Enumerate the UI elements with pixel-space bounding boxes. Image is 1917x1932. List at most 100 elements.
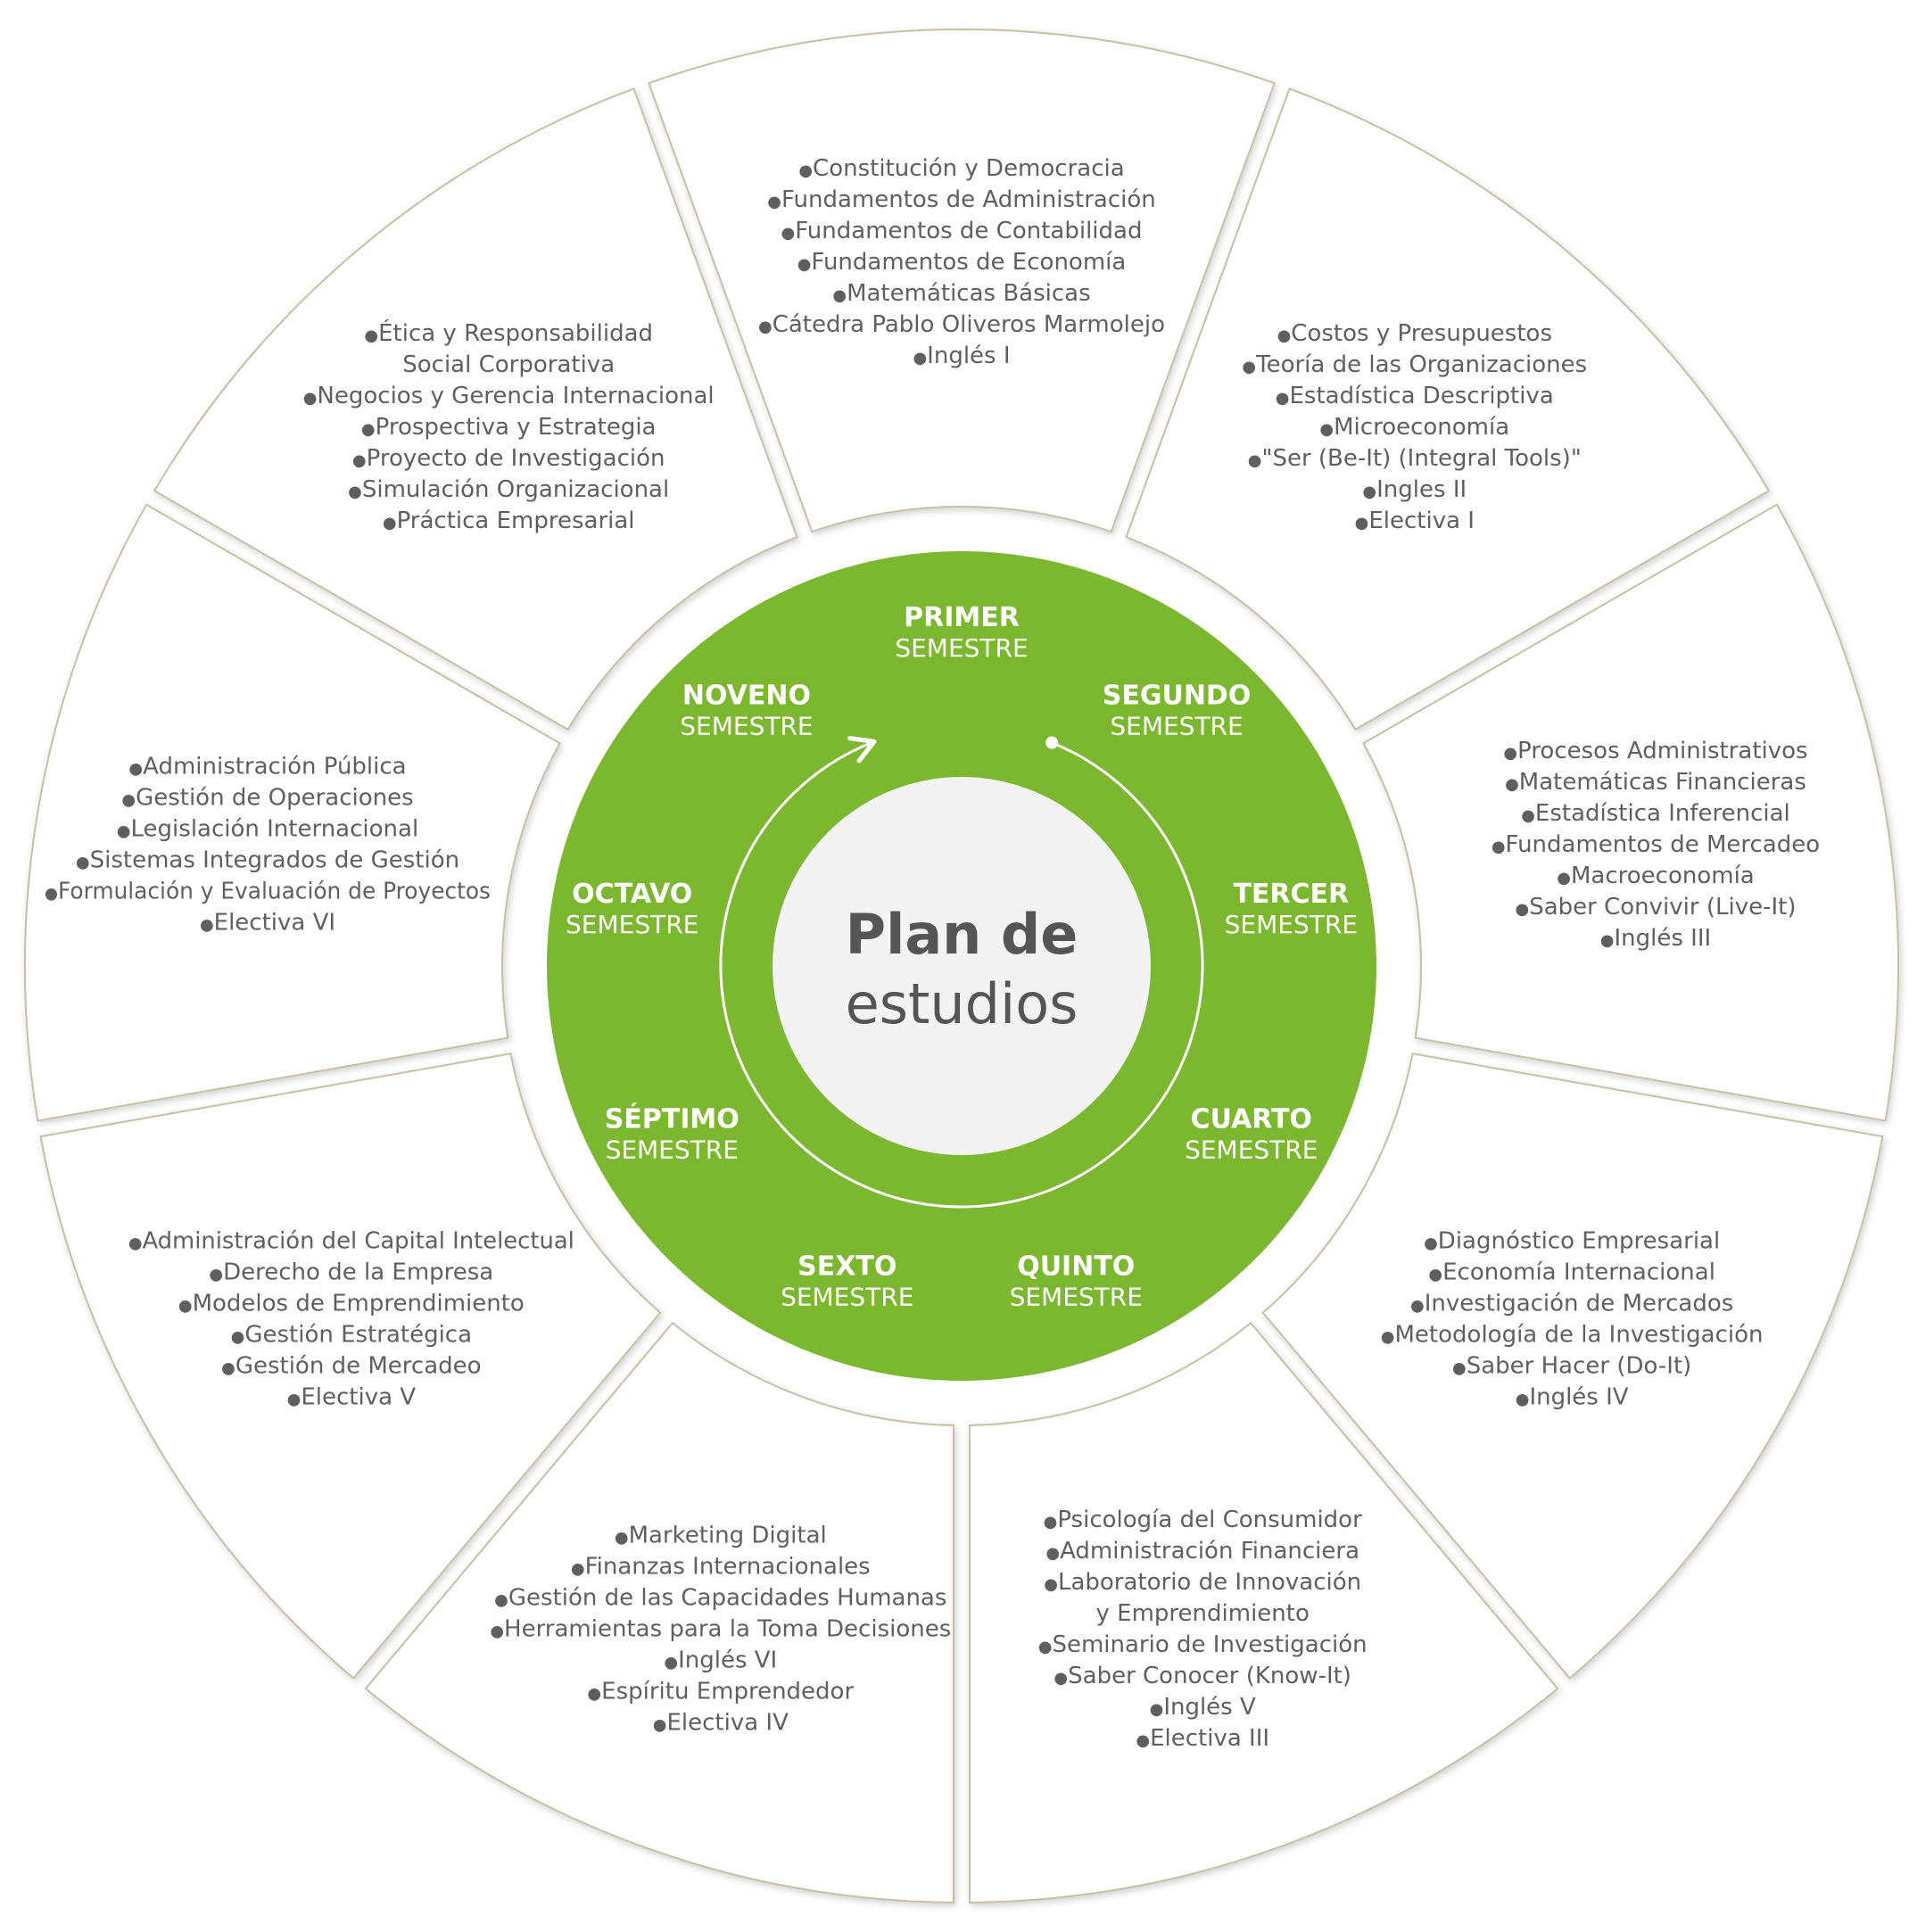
course-text: Electiva VI: [214, 909, 335, 936]
segment-6: [364, 1321, 954, 1903]
course-text: Inglés V: [1163, 1694, 1256, 1721]
course-item: ●Diagnóstico Empresarial: [1424, 1228, 1720, 1255]
bullet-icon: ●: [352, 451, 367, 470]
course-text: Macroeconomía: [1571, 863, 1755, 889]
semester-word: SEMESTRE: [566, 910, 698, 939]
course-item: ●Herramientas para la Toma Decisiones: [490, 1615, 951, 1642]
bullet-icon: ●: [1600, 931, 1615, 950]
semester-name: QUINTO: [1017, 1251, 1135, 1282]
course-item: ●Estadística Inferencial: [1521, 800, 1790, 827]
semester-word: SEMESTRE: [895, 633, 1028, 663]
course-list-8: ●Administración Pública●Gestión de Opera…: [45, 753, 491, 936]
course-text: Sistemas Integrados de Gestión: [90, 846, 459, 873]
semester-name: CUARTO: [1191, 1104, 1312, 1135]
course-item: ●Espíritu Emprendedor: [587, 1678, 854, 1705]
bullet-icon: ●: [767, 193, 781, 211]
semester-word: SEMESTRE: [680, 712, 813, 741]
bullet-icon: ●: [913, 349, 927, 367]
segment-4: [1261, 1053, 1884, 1680]
course-item: ●Fundamentos de Contabilidad: [781, 218, 1143, 244]
course-list-4: ●Diagnóstico Empresarial ●Economía Intern…: [1381, 1228, 1764, 1411]
course-item: ●Laboratorio de Innovación: [1044, 1569, 1361, 1596]
bullet-icon: ●: [1410, 1297, 1425, 1316]
course-list-3: ●Procesos Administrativos●Matemáticas Fi…: [1491, 738, 1820, 952]
course-item: ●Inglés VI: [664, 1647, 777, 1673]
course-item: ●Prospectiva y Estrategia: [361, 414, 657, 441]
course-item: ●Administración del Capital Intelectual: [128, 1228, 574, 1255]
bullet-icon: ●: [303, 389, 318, 408]
segment-1: [648, 29, 1276, 533]
course-item: ●Inglés V: [1150, 1694, 1256, 1721]
bullet-icon: ●: [128, 759, 143, 778]
bullet-icon: ●: [1319, 420, 1334, 439]
course-list-5: ●Psicología del Consumidor●Administració…: [1038, 1507, 1368, 1752]
semester-name: SEXTO: [797, 1251, 897, 1282]
bullet-icon: ●: [615, 1528, 629, 1547]
course-text: Psicología del Consumidor: [1057, 1507, 1362, 1533]
course-item: ●Inglés IV: [1516, 1384, 1629, 1411]
semester-name: OCTAVO: [572, 879, 692, 910]
course-text: Ingles II: [1376, 476, 1467, 503]
segment-8: [24, 503, 561, 1122]
course-list-7: ●Administración del Capital Intelectual●…: [128, 1228, 574, 1411]
course-item-continuation: y Emprendimiento: [1096, 1600, 1310, 1627]
course-item: ●Matemáticas Básicas: [832, 280, 1090, 307]
course-item: ●Fundamentos de Mercadeo: [1491, 831, 1820, 858]
course-lists: ●Constitución y Democracia●Fundamentos d…: [45, 155, 1820, 1752]
course-text: Laboratorio de Innovación: [1058, 1569, 1361, 1596]
bullet-icon: ●: [758, 318, 773, 336]
course-text: Ética y Responsabilidad: [378, 318, 653, 347]
bullet-icon: ●: [1038, 1638, 1053, 1656]
segment-5: [969, 1321, 1559, 1903]
course-text: Simulación Organizacional: [362, 476, 669, 503]
bullet-icon: ●: [287, 1391, 302, 1409]
course-item: ●Psicología del Consumidor: [1044, 1507, 1362, 1533]
course-text: Metodología de la Investigación: [1395, 1322, 1764, 1349]
course-item: ●Seminario de Investigación: [1038, 1631, 1368, 1658]
bullet-icon: ●: [797, 255, 812, 274]
course-text: Microeconomía: [1334, 414, 1509, 441]
bullet-icon: ●: [664, 1653, 678, 1672]
bullet-icon: ●: [1557, 869, 1571, 888]
bullet-icon: ●: [361, 420, 376, 439]
bullet-icon: ●: [128, 1234, 143, 1253]
course-item: ●Legislación Internacional: [117, 815, 418, 842]
course-list-2: ●Costos y Presupuestos●Teoría de las Org…: [1242, 320, 1587, 534]
course-item: ●Ética y Responsabilidad: [364, 318, 653, 347]
course-item: ●Electiva IV: [653, 1709, 789, 1736]
bullet-icon: ●: [1452, 1359, 1467, 1378]
bullet-icon: ●: [348, 483, 362, 501]
bullet-icon: ●: [1277, 326, 1292, 345]
course-text: Administración Pública: [143, 753, 407, 780]
semester-name: NOVENO: [682, 681, 811, 712]
bullet-icon: ●: [231, 1328, 245, 1347]
bullet-icon: ●: [1276, 389, 1290, 408]
course-item: ●Marketing Digital: [615, 1522, 827, 1548]
course-item: ●Metodología de la Investigación: [1381, 1322, 1764, 1349]
course-text: Saber Hacer (Do-It): [1467, 1353, 1692, 1380]
course-item: ●Gestión Estratégica: [231, 1322, 472, 1349]
bullet-icon: ●: [221, 1359, 235, 1378]
bullet-icon: ●: [832, 286, 847, 305]
course-text: Estadística Descriptiva: [1290, 383, 1554, 409]
course-item: ●Formulación y Evaluación de Proyectos: [45, 878, 491, 904]
course-text: Social Corporativa: [402, 351, 615, 378]
course-text: Electiva IV: [666, 1709, 789, 1736]
course-item: ●Gestión de las Capacidades Humanas: [494, 1584, 946, 1611]
bullet-icon: ●: [76, 853, 90, 871]
course-text: Seminario de Investigación: [1052, 1631, 1367, 1658]
course-item: ●Ingles II: [1362, 476, 1467, 503]
course-item: ●Economía Internacional: [1428, 1259, 1715, 1286]
course-item: ●Microeconomía: [1319, 414, 1509, 441]
course-text: Gestión de Mercadeo: [235, 1353, 482, 1380]
bullet-icon: ●: [781, 224, 796, 243]
course-item: ●Proyecto de Investigación: [352, 445, 665, 472]
segment-2: [1125, 87, 1771, 731]
